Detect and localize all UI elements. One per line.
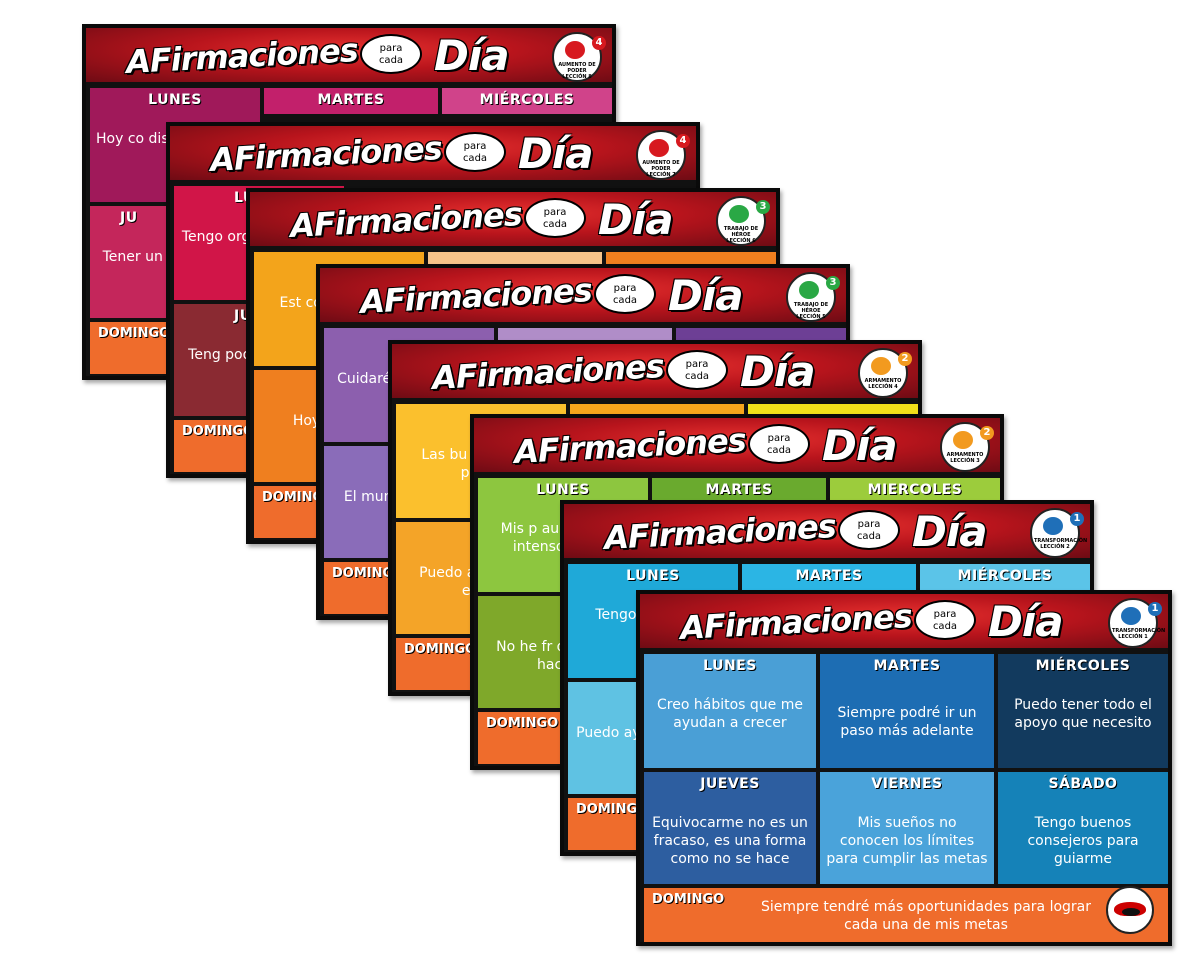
cell-martes: MARTES [742,564,916,590]
title-left: AFirmaciones [431,346,665,398]
cell-martes: MARTES [652,478,826,504]
title-right: Día [740,347,816,396]
cell-martes: MARTES [264,88,438,114]
title-left: AFirmaciones [359,270,593,322]
title-right: Día [988,597,1064,646]
title-right: Día [434,31,510,80]
title-right: Día [912,507,988,556]
domingo-label: DOMINGO [652,892,725,907]
hero-logo-icon [1106,886,1154,934]
cell-domingo: DOMINGO Siempre tendré más oportunidades… [644,886,1168,942]
title-left: AFirmaciones [679,596,913,648]
title-left: AFirmaciones [289,194,523,246]
title-left: AFirmaciones [125,30,359,82]
cell-miercoles: MIÉRCOLES [442,88,612,114]
title-right: Día [518,129,594,178]
title-left: AFirmaciones [209,128,443,180]
title-right: Día [598,195,674,244]
domingo-text: Siempre tendré más oportunidades para lo… [760,899,1092,933]
title-right: Día [668,271,744,320]
title-left: AFirmaciones [603,506,837,558]
cell-miercoles: MIÉRCOLES [920,564,1090,590]
title-right: Día [822,421,898,470]
cell-miercoles: MIERCOLES [830,478,1000,504]
title-left: AFirmaciones [513,420,747,472]
